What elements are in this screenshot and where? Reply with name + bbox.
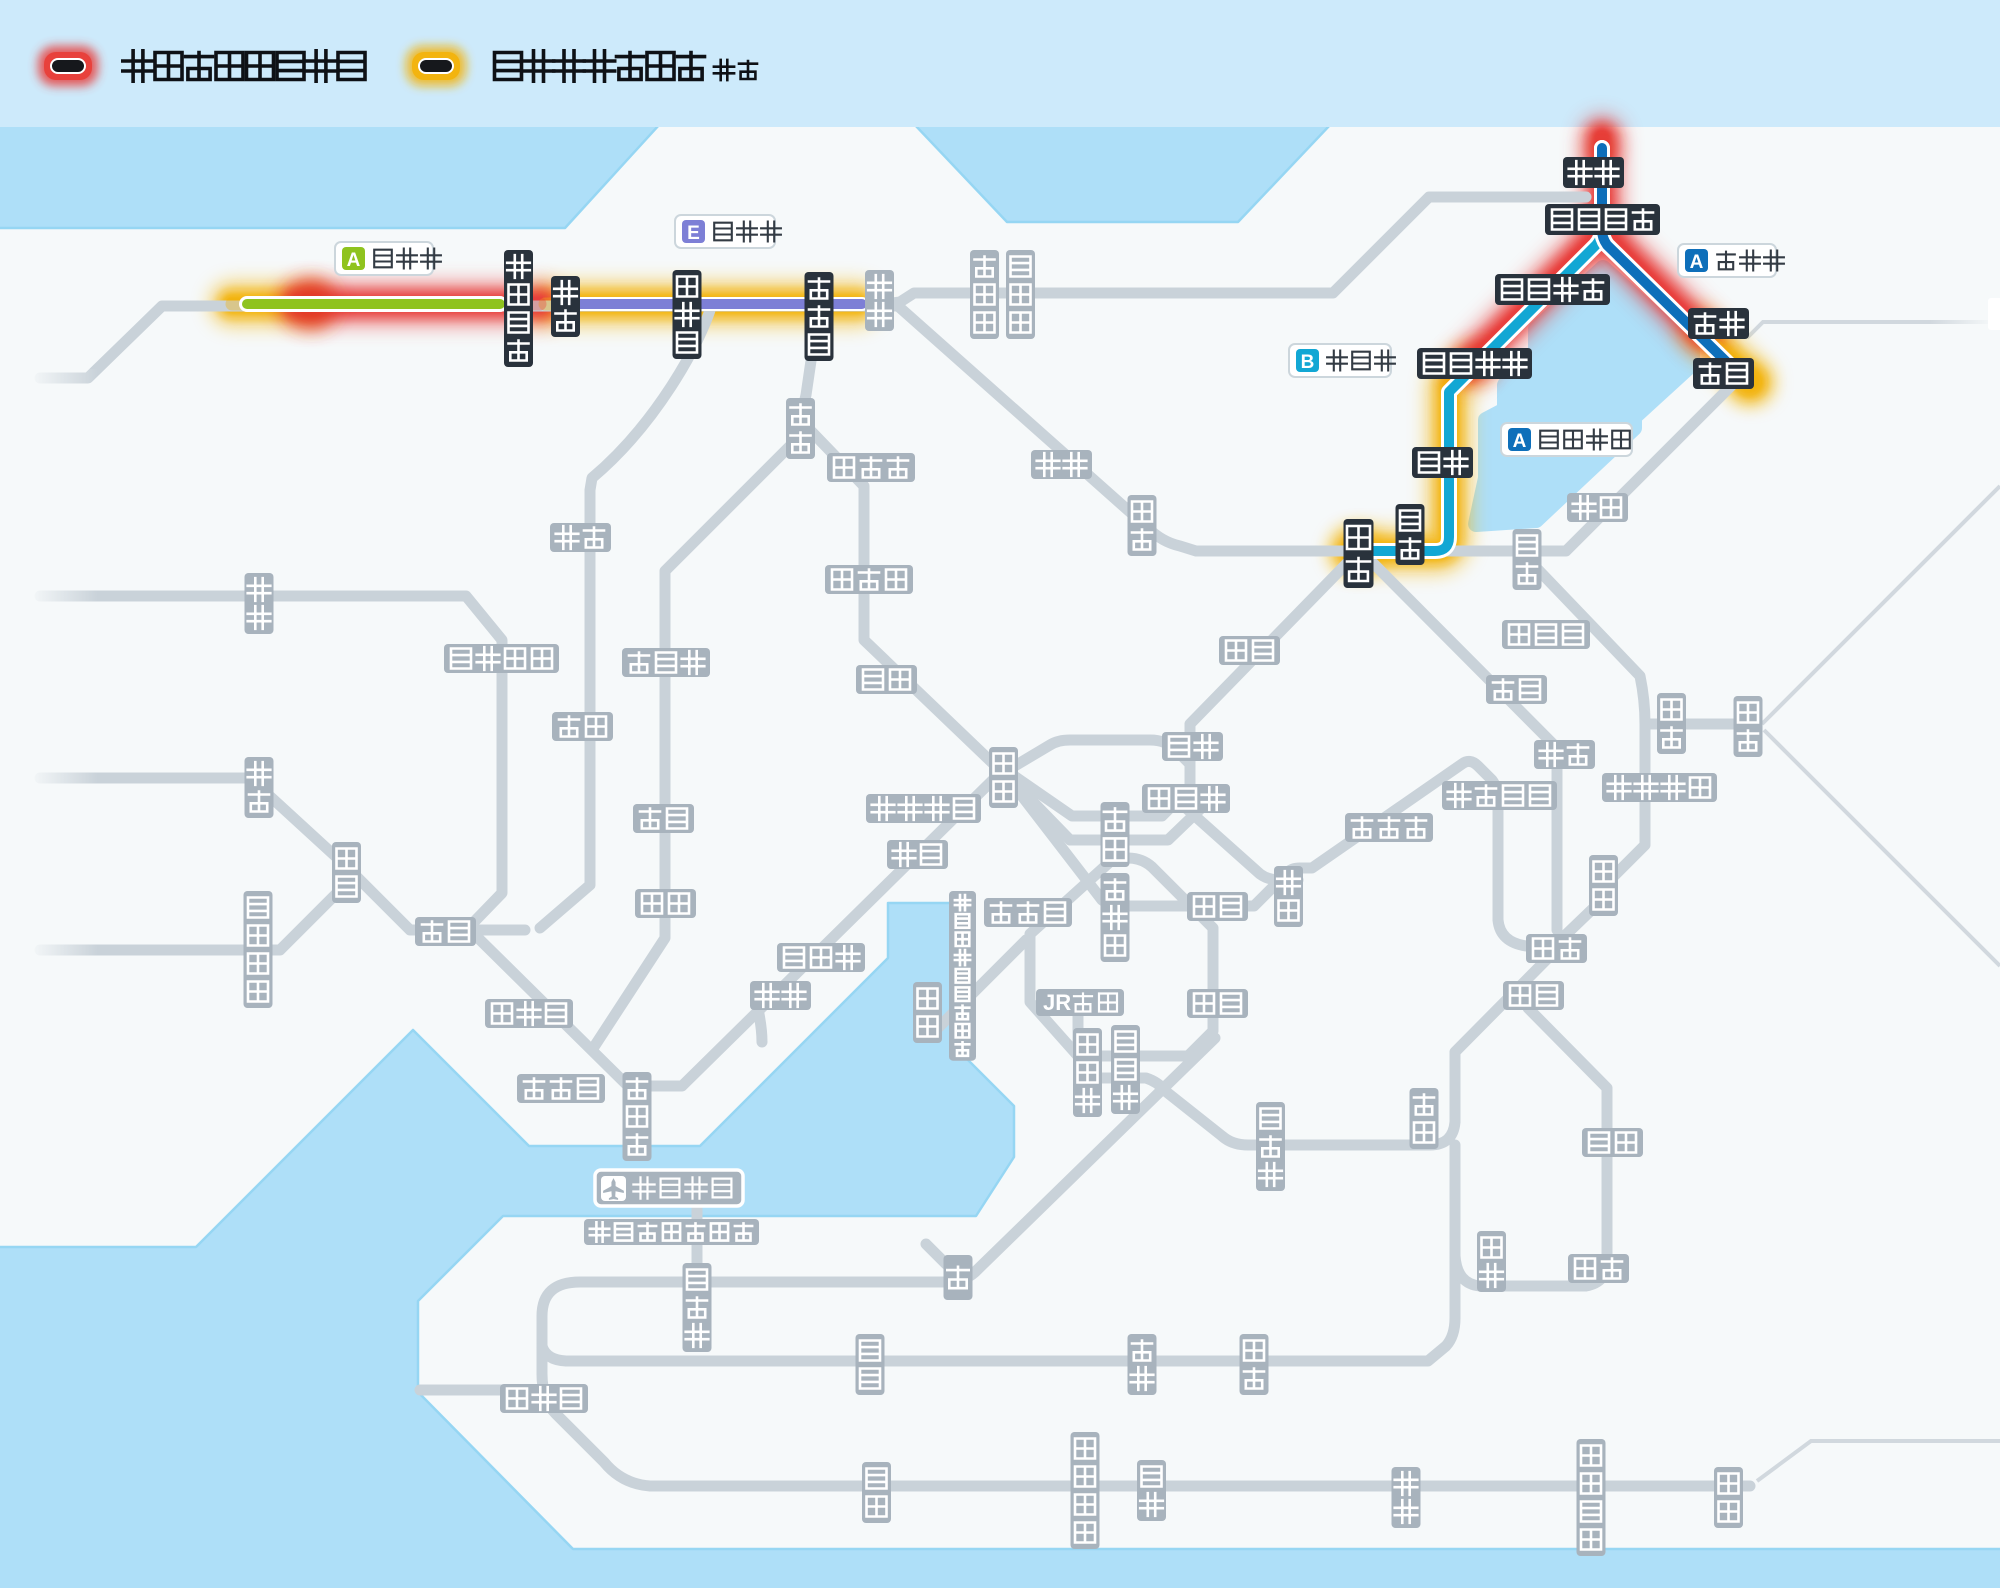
svg-text:B: B (1301, 352, 1315, 373)
svg-text:A: A (1690, 252, 1704, 273)
svg-text:A: A (347, 250, 361, 271)
svg-text:JR: JR (1043, 990, 1071, 1015)
svg-text:A: A (1513, 431, 1527, 452)
svg-text:E: E (687, 223, 700, 244)
